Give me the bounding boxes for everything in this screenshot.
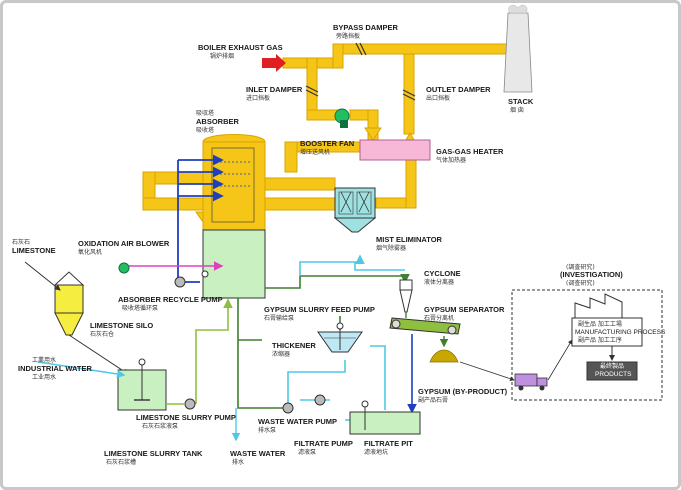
industrial-water-label: INDUSTRIAL WATER (18, 364, 92, 373)
stack-smoke (508, 4, 528, 14)
bypass-damper-label: BYPASS DAMPER (333, 23, 398, 32)
investigation-cn: (调查研究) (566, 279, 595, 287)
limestone-silo-label: LIMESTONE SILO (90, 321, 153, 330)
absorber-recycle-pump-cn: 吸收塔循环泵 (122, 304, 158, 312)
manufacturing-cn2: 副产品 加工工序 (578, 336, 622, 344)
waste-water-label: WASTE WATER (230, 449, 286, 458)
absorber-cn: 吸收塔 (196, 126, 214, 134)
limestone-slurry-tank-cn: 石灰石浆槽 (106, 458, 136, 466)
absorber-recycle-pump (174, 270, 209, 288)
flue-gas-ducts (142, 43, 524, 211)
stack-icon (503, 12, 533, 93)
manufacturing-cn: 副生品 加工工場 (578, 320, 622, 328)
limestone-silo-cn: 石灰石仓 (90, 330, 114, 338)
industrial-water-cn: 工業用水 (32, 356, 56, 364)
filtrate-pit-cn: 滤液地坑 (364, 448, 388, 456)
investigation-cn-top: (調査研究) (566, 263, 595, 271)
filtrate-pit (349, 400, 421, 435)
products-cn: 最终製品 (600, 362, 624, 370)
outlet-damper-label: OUTLET DAMPER (426, 85, 491, 94)
cyclone-label: CYCLONE (424, 269, 461, 278)
bypass-damper-cn: 旁路挡板 (336, 32, 360, 40)
filtrate-pump-label: FILTRATE PUMP (294, 439, 353, 448)
booster-fan-label: BOOSTER FAN (300, 139, 354, 148)
limestone-silo (53, 271, 85, 336)
absorber-vessel (202, 134, 266, 299)
pile-to-truck-line (459, 361, 515, 382)
stack-label: STACK (508, 97, 534, 106)
products-label: PRODUCTS (595, 371, 632, 378)
silo-to-tank-line (68, 334, 129, 375)
limestone-feed-line (24, 261, 61, 291)
absorber-cn-top: 吸収塔 (196, 109, 214, 117)
inlet-damper-label: INLET DAMPER (246, 85, 303, 94)
inlet-damper-cn: 进口挡板 (246, 94, 270, 102)
filtrate-pit-label: FILTRATE PIT (364, 439, 413, 448)
gypsum-pile-icon (429, 349, 459, 363)
mist-eliminator-label: MIST ELIMINATOR (376, 235, 443, 244)
thickener-label: THICKENER (272, 341, 316, 350)
truck-icon (514, 373, 548, 391)
boiler-exhaust-gas-cn: 锅炉排烟 (210, 52, 234, 60)
limestone-slurry-pump-icon (184, 398, 196, 410)
gypsum-slurry-feed-pump-label: GYPSUM SLURRY FEED PUMP (264, 305, 375, 314)
truck-to-plant-line (547, 339, 573, 381)
industrial-water-line (37, 361, 126, 379)
waste-water-pump-label: WASTE WATER PUMP (258, 417, 337, 426)
waste-water-pump-icon (282, 402, 294, 414)
spray-headers (177, 154, 224, 283)
mist-eliminator-cn: 烟气除雾器 (376, 244, 406, 252)
gypsum-slurry-feed-pump-cn: 石膏输给泵 (264, 314, 294, 322)
thickener-cn: 浓缩器 (272, 350, 290, 358)
oxidation-air-blower-label: OXIDATION AIR BLOWER (78, 239, 170, 248)
limestone-slurry-tank-label: LIMESTONE SLURRY TANK (104, 449, 203, 458)
gas-gas-heater-cn: 气体加热器 (436, 156, 466, 164)
limestone-cn: 石灰石 (12, 238, 30, 246)
filtrate-pump-icon (314, 394, 326, 406)
thickener-icon (317, 322, 363, 353)
damper-icons (305, 42, 416, 101)
boiler-exhaust-gas-label: BOILER EXHAUST GAS (198, 43, 283, 52)
oxidation-air-blower-cn: 氧化风机 (78, 248, 102, 256)
mist-eliminator (333, 187, 377, 233)
absorber-recycle-pump-label: ABSORBER RECYCLE PUMP (118, 295, 223, 304)
gypsum-byproduct-cn: 副产品石膏 (418, 396, 448, 404)
limestone-slurry-pump-label: LIMESTONE SLURRY PUMP (136, 413, 236, 422)
manufacturing-process-label: MANUFACTURING PROCESS (575, 329, 666, 336)
absorber-label: ABSORBER (196, 117, 240, 126)
gypsum-separator-icon (389, 317, 461, 335)
cyclone-icon (399, 279, 413, 313)
waste-water-cn: 排水 (232, 458, 244, 466)
limestone-slurry-tank (117, 358, 167, 411)
spray-nozzles (216, 161, 250, 187)
booster-fan-icon (334, 108, 350, 128)
outlet-damper-cn: 出口挡板 (426, 94, 450, 102)
limestone-label: LIMESTONE (12, 246, 56, 255)
gypsum-byproduct-label: GYPSUM (BY-PRODUCT) (418, 387, 508, 396)
waste-water-pump-cn: 排水泵 (258, 426, 276, 434)
gypsum-separator-label: GYPSUM SEPARATOR (424, 305, 505, 314)
industrial-water-cn2: 工业用水 (32, 373, 56, 381)
boiler-exhaust-arrow (262, 54, 286, 72)
gas-gas-heater (359, 139, 431, 161)
gas-gas-heater-label: GAS-GAS HEATER (436, 147, 504, 156)
gypsum-separator-cn: 石膏分离机 (424, 314, 454, 322)
filtrate-pump-cn: 滤液泵 (298, 448, 316, 456)
limestone-slurry-pump-cn: 石灰石浆液泵 (142, 422, 178, 430)
cyclone-cn: 液体分离器 (424, 278, 454, 286)
booster-fan-cn: 增压送风机 (300, 148, 330, 156)
investigation-label: (INVESTIGATION) (560, 270, 623, 279)
oxidation-air-line (118, 261, 224, 274)
stack-cn: 烟 囱 (510, 106, 524, 114)
limestone-slurry-line (166, 298, 233, 405)
